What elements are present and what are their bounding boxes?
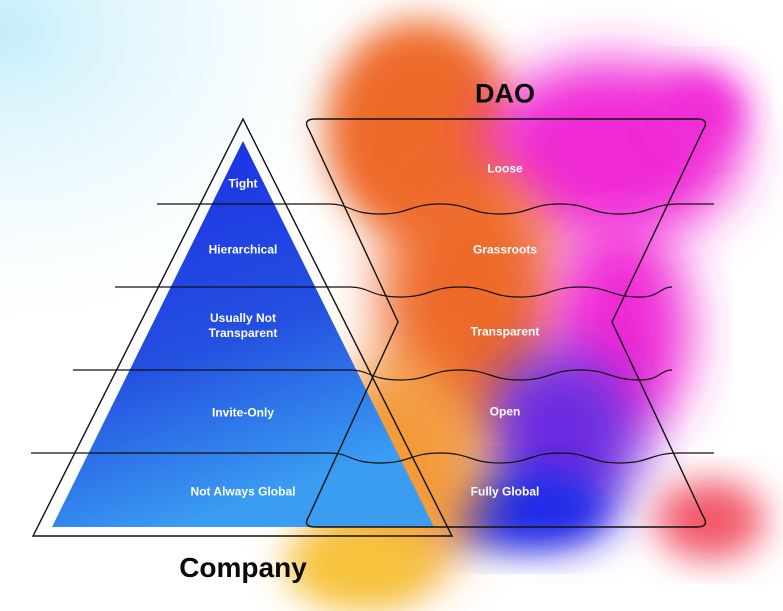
company-tier-3: Usually Not Transparent xyxy=(209,311,278,341)
dao-tier-5: Fully Global xyxy=(471,485,540,500)
company-tier-4: Invite-Only xyxy=(212,406,274,421)
dao-tier-3: Transparent xyxy=(471,325,540,340)
company-tier-1: Tight xyxy=(228,177,257,192)
dao-tier-2: Grassroots xyxy=(473,243,537,258)
dao-tier-4: Open xyxy=(490,405,521,420)
company-title: Company xyxy=(179,552,307,584)
dao-title: DAO xyxy=(475,79,535,110)
company-tier-2: Hierarchical xyxy=(209,243,278,258)
dao-tier-1: Loose xyxy=(487,162,522,177)
company-tier-5: Not Always Global xyxy=(191,485,296,500)
